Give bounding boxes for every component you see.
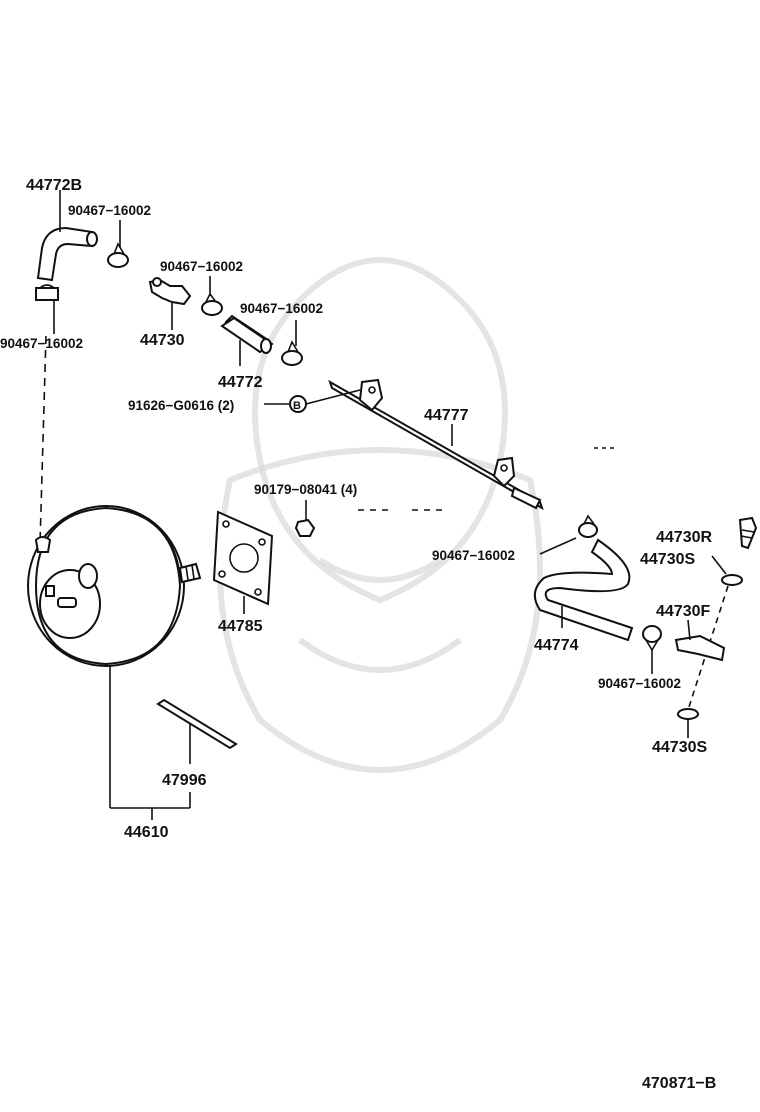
leader-44610 xyxy=(109,666,191,820)
gasket-44785 xyxy=(212,510,274,614)
label-44730s-top: 44730S xyxy=(640,551,695,568)
label-circle-b: B xyxy=(293,400,301,412)
fittings-right xyxy=(642,516,758,738)
bolt-91626 xyxy=(264,389,361,413)
hose-44772b-assembly xyxy=(35,190,129,334)
guide-lines xyxy=(39,335,729,711)
label-44777: 44777 xyxy=(424,407,469,424)
label-44772b: 44772B xyxy=(26,177,82,194)
hose-44774 xyxy=(533,514,634,642)
label-44730s-bottom: 44730S xyxy=(652,739,707,756)
label-90467-right: 90467−16002 xyxy=(240,301,323,316)
check-valve-44730 xyxy=(148,276,223,330)
label-90467-mid: 90467−16002 xyxy=(160,259,243,274)
part-labels: 44772B 90467−16002 90467−16002 90467−160… xyxy=(0,177,716,1092)
label-90467-top: 90467−16002 xyxy=(68,203,151,218)
brake-booster-44610 xyxy=(27,505,202,667)
label-90179: 90179−08041 (4) xyxy=(254,482,357,497)
label-44730: 44730 xyxy=(140,332,185,349)
watermark-emblem xyxy=(217,257,543,773)
label-470871-b: 470871−B xyxy=(642,1075,716,1092)
label-91626: 91626−G0616 (2) xyxy=(128,398,234,413)
label-90467-left: 90467−16002 xyxy=(0,336,83,351)
label-44785: 44785 xyxy=(218,618,263,635)
vacuum-pipe-44777 xyxy=(328,378,544,511)
label-44610: 44610 xyxy=(124,824,169,841)
hose-44772 xyxy=(220,314,303,366)
label-90467-hose: 90467−16002 xyxy=(432,548,515,563)
label-90467-bottom: 90467−16002 xyxy=(598,676,681,691)
seal-strip-47996 xyxy=(156,698,238,764)
nut-90179 xyxy=(294,500,316,537)
label-44772: 44772 xyxy=(218,374,263,391)
label-44774: 44774 xyxy=(534,637,579,654)
label-44730r: 44730R xyxy=(656,529,712,546)
label-47996: 47996 xyxy=(162,772,207,789)
label-44730f: 44730F xyxy=(656,603,710,620)
